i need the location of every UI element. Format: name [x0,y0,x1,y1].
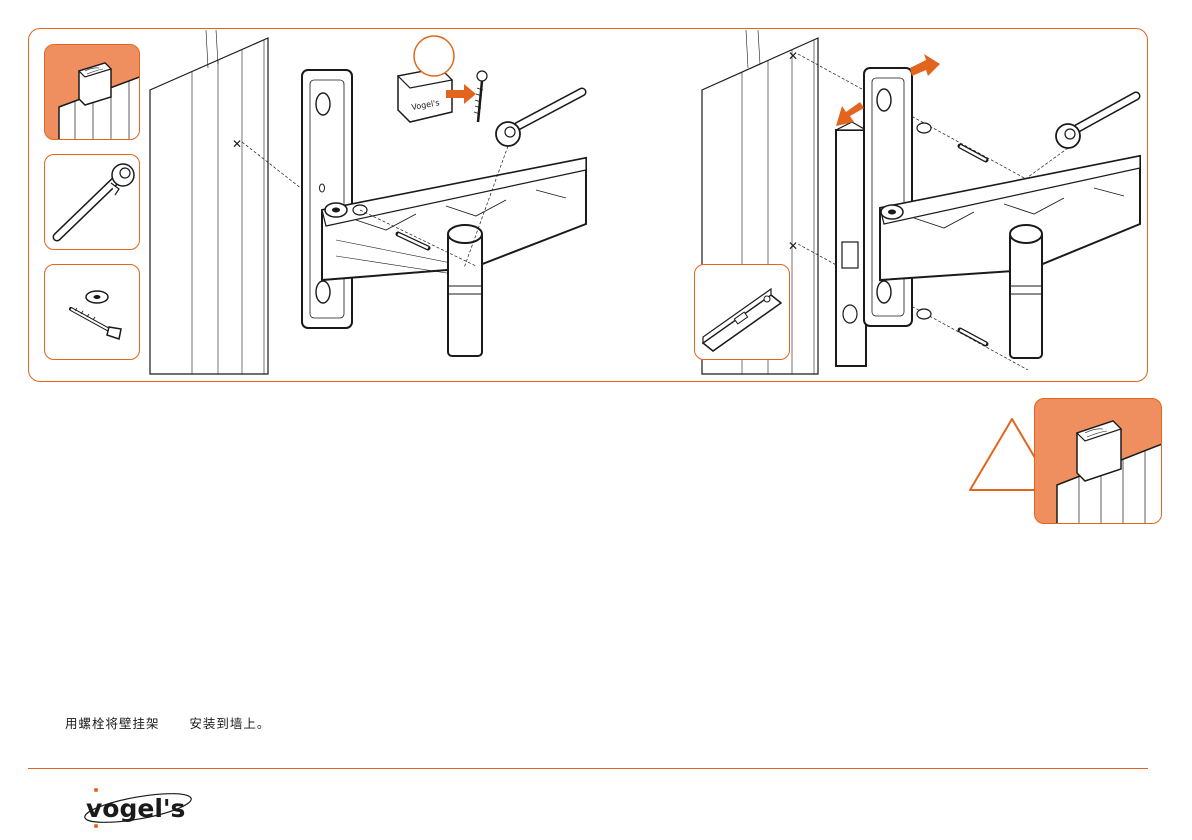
wood-stud-thumbnail [44,44,140,140]
svg-text:✕: ✕ [232,137,242,151]
socket-wrench-thumbnail [44,154,140,250]
wood-stud-warning-thumbnail [1034,398,1162,524]
arrow-icon [910,54,940,76]
bolt-washer-thumbnail [44,264,140,360]
arrow-icon [836,102,864,126]
footer-divider [28,768,1148,769]
wood-stud-icon [1035,399,1162,524]
spirit-level-icon [695,265,790,360]
socket-wrench-icon [45,155,140,250]
wall-mount-step-illustration: ✕ Vogel's [146,30,596,380]
wood-stud-icon [45,45,140,140]
step-badge [414,36,454,76]
svg-text:✕: ✕ [788,239,798,253]
svg-text:✕: ✕ [788,49,798,63]
spirit-level-thumbnail [694,264,790,360]
vogels-logo: vogel's [82,786,202,830]
logo-text: vogel's [86,794,185,823]
instruction-caption: 用螺栓将壁挂架 安装到墙上。 [65,713,270,732]
bolt-and-washer-icon [45,265,140,360]
